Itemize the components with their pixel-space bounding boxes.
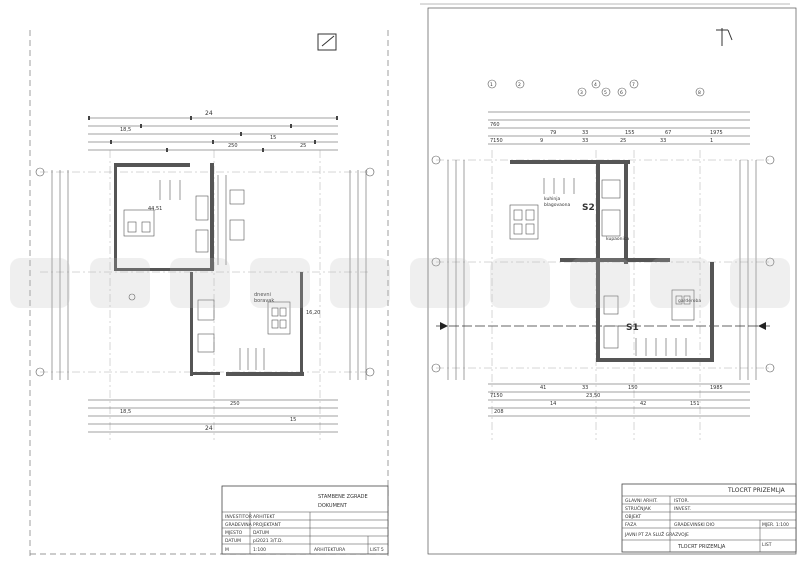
left-top-dim-5: 25 bbox=[300, 143, 306, 149]
left-bottom-dim-3: 250 bbox=[230, 401, 240, 407]
right-tb-row5-val: JAVNI PT ZA SLUŽ GRAZVOJE bbox=[624, 530, 689, 538]
right-top-dim-4: 155 bbox=[625, 130, 635, 136]
right-top-dim-5: 67 bbox=[665, 130, 671, 136]
right-bottom-dim-3: 33 bbox=[582, 385, 588, 391]
left-top-dim-4: 15 bbox=[270, 135, 276, 141]
right-bottom2-dim-1: 208 bbox=[494, 409, 504, 415]
left-tb-row3-key: MJESTO bbox=[225, 530, 243, 536]
left-tb-row1-val: ARHITEKT bbox=[253, 514, 275, 520]
left-floor-plan: 24 18,5 250 15 25 bbox=[29, 30, 389, 560]
left-tb-row2-key: GRAĐEVINA bbox=[225, 522, 253, 528]
left-upper-room-area: 44,51 bbox=[148, 206, 162, 212]
right-bottom-dim-1: 7150 bbox=[490, 393, 503, 399]
right-top2-dim-4: 25 bbox=[620, 138, 626, 144]
left-lower-room-name2: boravak bbox=[254, 298, 274, 304]
grid-marker-6: 6 bbox=[620, 90, 623, 96]
left-drawing-sheet: 24 18,5 250 15 25 bbox=[29, 30, 389, 560]
left-bottom-dim-1: 24 bbox=[205, 425, 213, 432]
right-top2-dim-1: 7150 bbox=[490, 138, 503, 144]
left-lower-room-name: dnevni bbox=[254, 292, 271, 298]
grid-marker-1: 1 bbox=[490, 82, 493, 88]
right-top-dim-3: 33 bbox=[582, 130, 588, 136]
section-arrow-right-icon bbox=[758, 322, 766, 330]
right-top2-dim-2: 9 bbox=[540, 138, 543, 144]
right-top-dim-2: 79 bbox=[550, 130, 556, 136]
right-tb-row1-val: ISTOR. bbox=[674, 498, 689, 504]
right-drawing-sheet: 1 2 3 4 5 6 7 8 760 79 33 155 67 1975 71… bbox=[410, 0, 800, 566]
right-bottom-dim-4: 150 bbox=[628, 385, 638, 391]
left-tb-header: STAMBENE ZGRADE bbox=[318, 494, 368, 500]
grid-marker-4: 4 bbox=[594, 82, 597, 88]
right-tb-row4-key: FAZA bbox=[625, 522, 637, 528]
right-top2-dim-6: 1 bbox=[710, 138, 713, 144]
left-tb-row3-val: DATUM bbox=[253, 530, 269, 536]
right-bottom2-dim-5: 151 bbox=[690, 401, 700, 407]
right-top-dim-6: 1975 bbox=[710, 130, 723, 136]
grid-marker-7: 7 bbox=[632, 82, 635, 88]
right-top2-dim-3: 33 bbox=[582, 138, 588, 144]
right-bottom-dim-5: 1985 bbox=[710, 385, 723, 391]
right-floor-plan: 1 2 3 4 5 6 7 8 760 79 33 155 67 1975 71… bbox=[420, 3, 797, 555]
left-title-block bbox=[221, 485, 389, 555]
north-arrow-icon bbox=[317, 33, 337, 51]
left-tb-foot: ARHITEKTURA bbox=[314, 547, 346, 553]
right-bottom2-dim-3: 23,50 bbox=[586, 393, 600, 399]
right-tb-row4-val: GRAĐEVINSKI DIO bbox=[674, 522, 715, 528]
left-bottom-dim-2: 18,5 bbox=[120, 409, 131, 415]
right-room-label-2: blagovaona bbox=[544, 202, 570, 208]
left-tb-row4-val: pl2021 3/T.D. bbox=[253, 538, 283, 544]
left-tb-row2-val: PROJEKTANT bbox=[253, 522, 281, 528]
right-room-label-4: garderoba bbox=[678, 298, 701, 304]
grid-marker-2: 2 bbox=[518, 82, 521, 88]
right-tb-foot: TLOCRT PRIZEMLJA bbox=[677, 544, 726, 550]
left-top-dim-3: 250 bbox=[228, 143, 238, 149]
left-top-dim-2: 18,5 bbox=[120, 127, 131, 133]
right-tb-row2-key: STRUČNJAK bbox=[625, 505, 652, 512]
left-tb-row5-val: 1:100 bbox=[253, 547, 266, 553]
section-label-s2: S2 bbox=[582, 203, 595, 213]
right-room-label-3: kupaonica bbox=[606, 236, 629, 242]
right-bottom-dim-2: 41 bbox=[540, 385, 546, 391]
right-bottom2-dim-4: 42 bbox=[640, 401, 646, 407]
right-tb-sheet: LIST bbox=[762, 542, 772, 548]
left-tb-row5-key: M bbox=[225, 547, 229, 553]
left-lower-room-area: 16,20 bbox=[306, 310, 320, 316]
left-tb-row1-key: INVESTITOR bbox=[225, 514, 252, 520]
right-tb-row1-key: GLAVNI ARHIT. bbox=[625, 498, 658, 504]
right-top-dim-1: 760 bbox=[490, 122, 500, 128]
right-tb-scale: MJER. 1:100 bbox=[762, 522, 789, 528]
grid-marker-3: 3 bbox=[580, 90, 583, 96]
grid-marker-5: 5 bbox=[604, 90, 607, 96]
left-top-dim-1: 24 bbox=[205, 110, 213, 117]
right-tb-row3-key: OBJEKT bbox=[625, 514, 641, 520]
left-bottom-dim-4: 15 bbox=[290, 417, 296, 423]
section-label-s1: S1 bbox=[626, 323, 639, 333]
grid-marker-8: 8 bbox=[698, 90, 701, 96]
north-arrow-icon bbox=[716, 28, 733, 46]
right-bottom2-dim-2: 14 bbox=[550, 401, 556, 407]
left-tb-subheader: DOKUMENT bbox=[318, 503, 348, 509]
left-tb-list: LIST 5 bbox=[370, 547, 384, 553]
right-top2-dim-5: 33 bbox=[660, 138, 666, 144]
right-room-label-1: kuhinja bbox=[544, 196, 561, 202]
right-tb-row2-val: INVEST. bbox=[674, 506, 691, 512]
section-arrow-left-icon bbox=[440, 322, 448, 330]
right-tb-header: TLOCRT PRIZEMLJA bbox=[727, 487, 786, 494]
left-tb-row4-key: DATUM bbox=[225, 538, 241, 544]
right-title-block bbox=[621, 483, 797, 553]
